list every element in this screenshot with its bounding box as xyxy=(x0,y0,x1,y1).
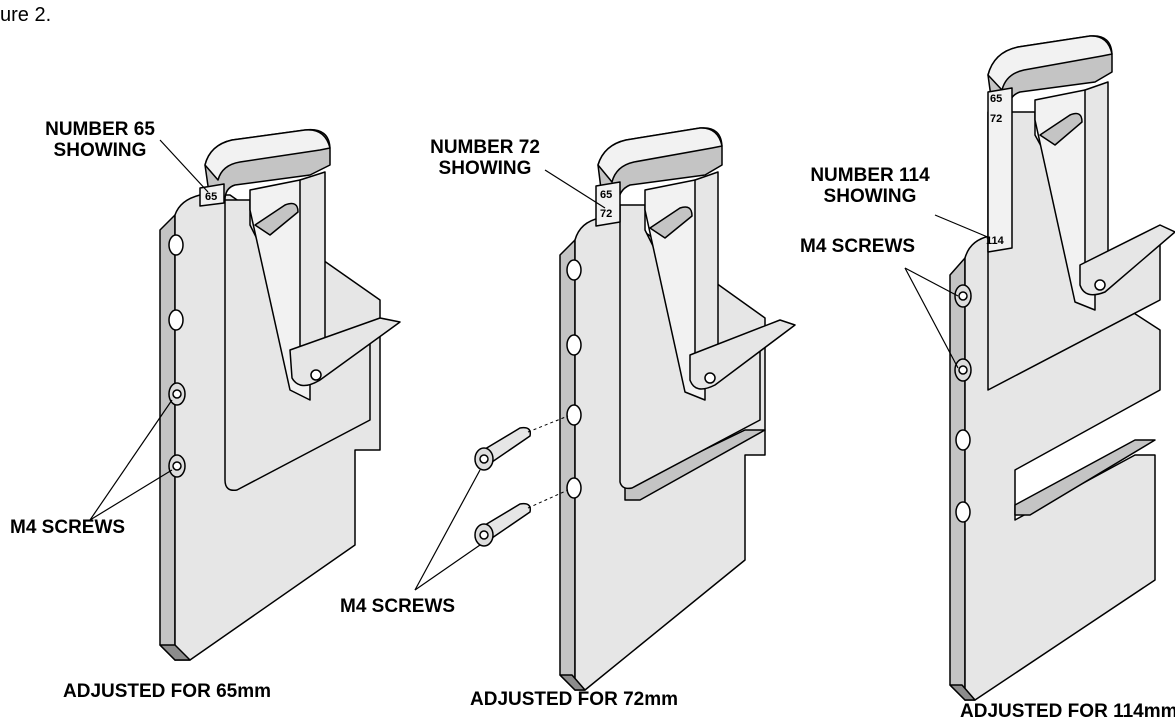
screw-hole xyxy=(168,309,184,331)
base-separation xyxy=(624,429,766,501)
leader-line xyxy=(904,267,959,369)
scale-mark-72: 72 xyxy=(990,113,1002,125)
slide-bar xyxy=(1084,81,1109,273)
hex-socket xyxy=(479,530,489,540)
leader-line xyxy=(527,415,569,433)
scale-mark-65: 65 xyxy=(600,189,612,201)
rail xyxy=(559,674,586,691)
scale-mark-72: 72 xyxy=(600,208,612,220)
screw-hole xyxy=(566,477,582,499)
callout-m4-screws-left: M4 SCREWS xyxy=(10,517,126,538)
screw-hole xyxy=(955,429,971,451)
hook xyxy=(689,319,796,390)
base-separation xyxy=(1014,439,1156,516)
rail xyxy=(159,644,191,661)
base-side-face xyxy=(159,214,176,661)
scale-window xyxy=(987,87,1013,253)
leader-line xyxy=(89,399,173,521)
hook-hole xyxy=(310,369,322,381)
leader-line xyxy=(904,267,959,297)
pin xyxy=(1039,112,1083,146)
slide-top-face xyxy=(597,127,723,183)
hex-socket xyxy=(958,365,968,375)
scale-mark-114: 114 xyxy=(986,235,1005,247)
rail xyxy=(949,684,976,701)
caption-114mm: ADJUSTED FOR 114mm xyxy=(960,701,1175,722)
screw-hole xyxy=(566,259,582,281)
leader-line xyxy=(527,489,569,509)
base-side-face xyxy=(559,239,576,691)
slide-top-face xyxy=(987,35,1113,91)
leader-line xyxy=(544,169,606,209)
scale-window xyxy=(595,181,621,227)
caption-65mm: ADJUSTED FOR 65mm xyxy=(63,681,271,702)
hex-socket xyxy=(172,389,182,399)
gauge-assembly-72 xyxy=(414,127,796,691)
hex-socket xyxy=(958,291,968,301)
hex-socket xyxy=(479,454,489,464)
slide-top-face xyxy=(204,129,331,181)
screw-hole xyxy=(955,501,971,523)
slide-bar xyxy=(299,171,326,361)
screw-hole xyxy=(168,234,184,256)
callout-m4-screws-mid: M4 SCREWS xyxy=(340,596,456,617)
screw-hole xyxy=(566,404,582,426)
scale-mark-65: 65 xyxy=(990,93,1002,105)
callout-number-65: NUMBER 65 SHOWING xyxy=(45,119,155,161)
pin xyxy=(254,202,299,236)
callout-number-72: NUMBER 72 SHOWING xyxy=(430,137,540,179)
leader-line xyxy=(414,544,481,591)
figure-caption-fragment: ure 2. xyxy=(0,4,52,26)
callout-m4-screws-right: M4 SCREWS xyxy=(800,236,916,257)
hook xyxy=(289,317,401,387)
pin xyxy=(649,206,693,239)
leader-line xyxy=(159,139,209,193)
leader-line xyxy=(934,214,991,239)
screw-hole xyxy=(566,334,582,356)
hook-hole xyxy=(1094,279,1106,291)
leader-line xyxy=(89,469,173,521)
caption-72mm: ADJUSTED FOR 72mm xyxy=(470,689,678,710)
base-side-face xyxy=(949,257,966,701)
gauge-assembly-65 xyxy=(89,128,401,661)
gauge-assembly-114 xyxy=(904,35,1175,701)
hook-hole xyxy=(704,372,716,384)
hex-socket xyxy=(172,461,182,471)
callout-number-114: NUMBER 114 SHOWING xyxy=(810,165,930,207)
leader-line xyxy=(414,469,481,591)
scale-mark-65: 65 xyxy=(205,191,217,203)
hook xyxy=(1079,224,1175,296)
slide-bar xyxy=(694,171,719,366)
